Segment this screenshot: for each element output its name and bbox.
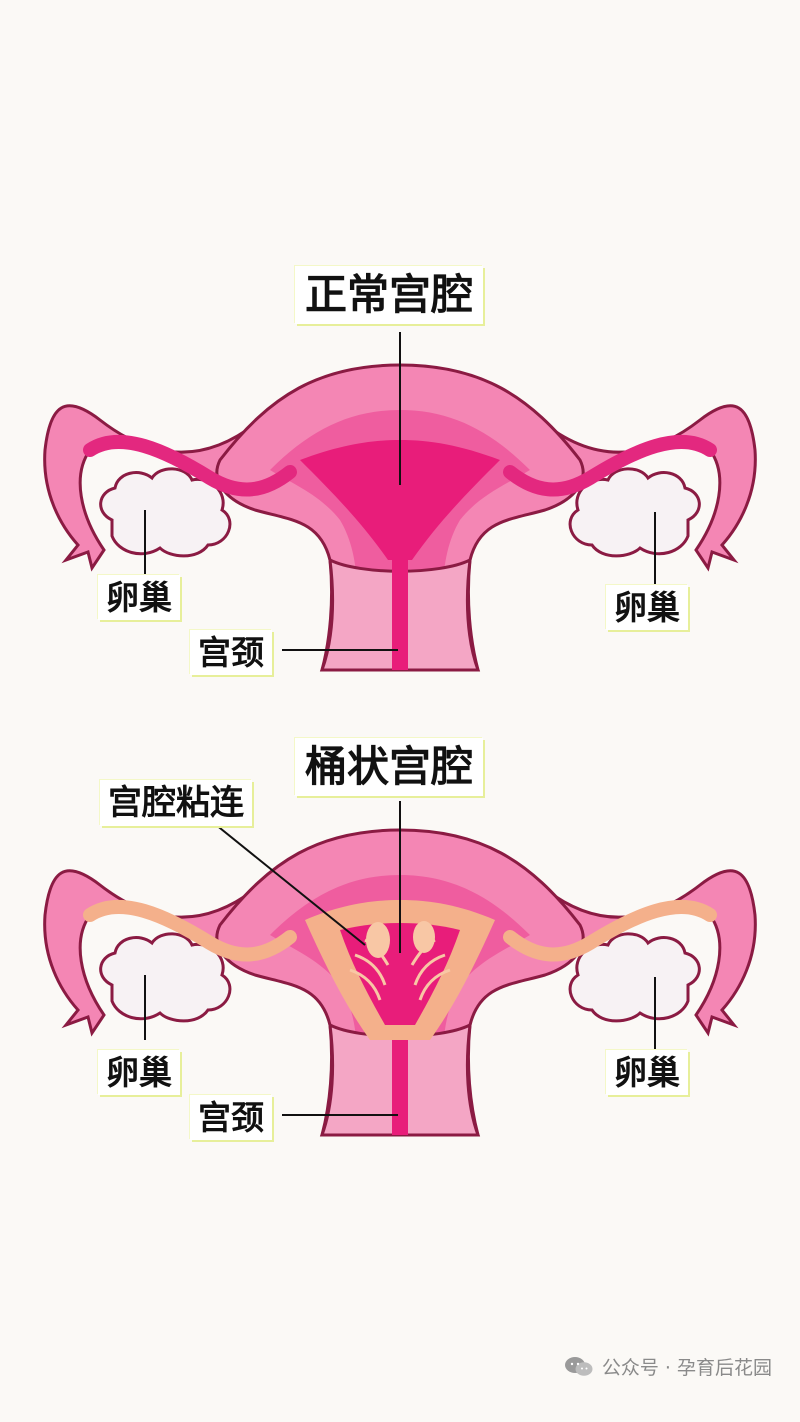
label-ovary-left-bottom: 卵巢 [98, 1050, 180, 1095]
title-barrel-cavity: 桶状宫腔 [295, 738, 484, 796]
label-ovary-left-top: 卵巢 [98, 575, 180, 620]
label-cervix-top: 宫颈 [190, 630, 272, 675]
label-cervix-bottom: 宫颈 [190, 1095, 272, 1140]
label-ovary-right-top: 卵巢 [606, 585, 688, 630]
wechat-icon [564, 1356, 593, 1376]
title-normal-cavity: 正常宫腔 [295, 266, 484, 324]
footer-text: 公众号 · 孕育后花园 [601, 1357, 772, 1379]
label-ovary-right-bottom: 卵巢 [606, 1050, 688, 1095]
adhesion-uterus [43, 801, 757, 1137]
label-adhesion: 宫腔粘连 [100, 780, 252, 826]
footer-watermark: 公众号 · 孕育后花园 [564, 1353, 772, 1380]
normal-uterus [43, 332, 757, 672]
